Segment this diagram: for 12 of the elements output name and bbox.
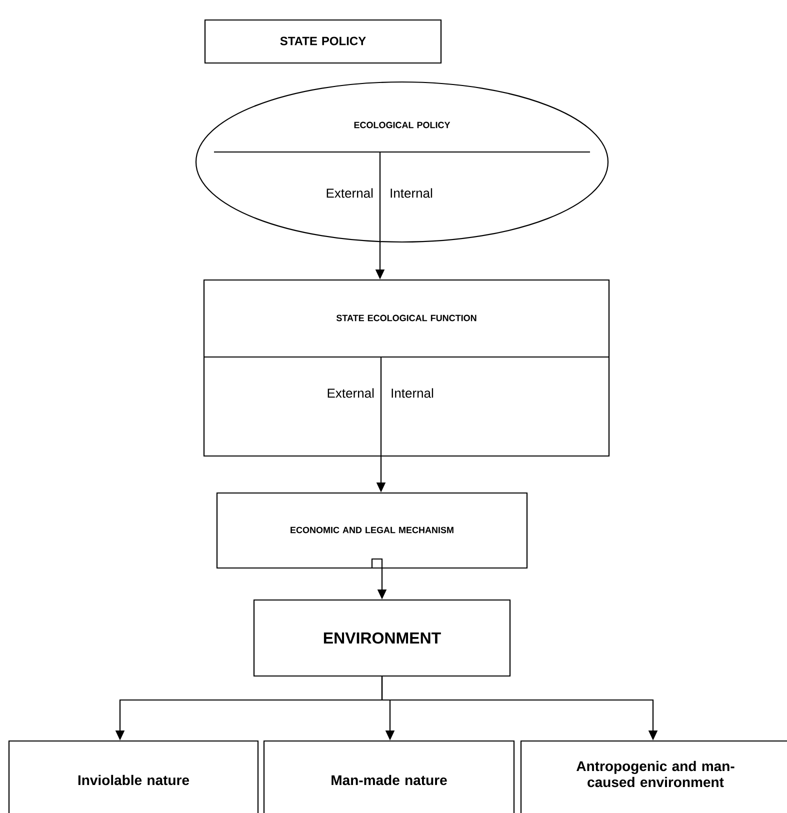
side-label: Internal (390, 188, 432, 198)
heading: STATE ECOLOGICAL FUNCTION (336, 314, 476, 322)
heading: Antropogenic and man-caused environment (576, 760, 734, 788)
heading: STATE POLICY (280, 36, 366, 46)
heading: ECONOMIC AND LEGAL MECHANISM (290, 526, 454, 534)
side-label: External (326, 188, 373, 198)
side-label: Internal (392, 388, 434, 398)
side-label: External (328, 388, 374, 398)
heading: ECOLOGICAL POLICY (354, 122, 450, 128)
heading: ENVIRONMENT (324, 632, 441, 644)
heading: Man-made nature (332, 774, 447, 786)
heading: Inviolable nature (78, 774, 190, 786)
